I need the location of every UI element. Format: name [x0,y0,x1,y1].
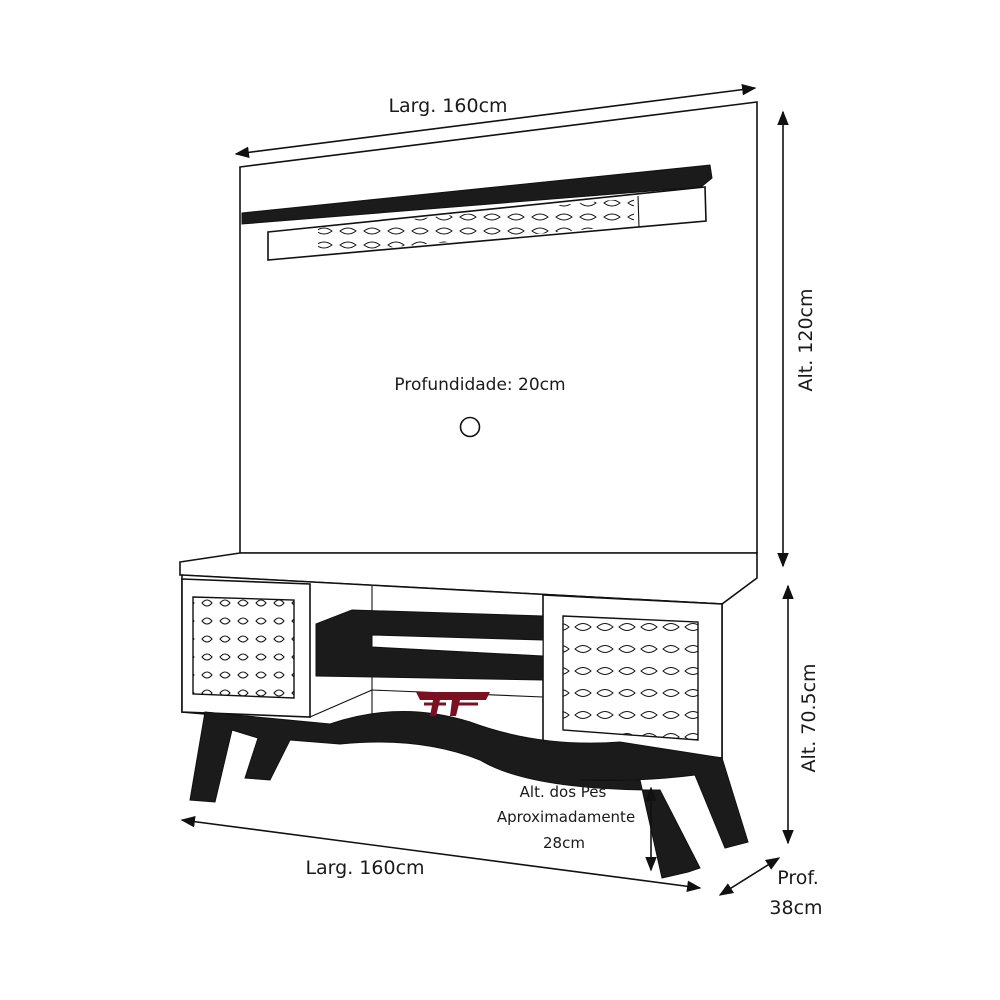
panel-height-label: Alt. 120cm [795,288,817,391]
rack-legs [189,710,749,879]
right-door-pattern [562,615,699,741]
tv-rack [179,552,758,879]
top-width-arrow [234,83,757,159]
shelf-divider [637,195,640,228]
legs-label-line3: 28cm [543,834,585,852]
shelf-pattern [318,198,634,254]
panel-depth-label: Profundidade: 20cm [394,375,565,395]
bottom-width-arrow [180,815,702,893]
dimension-lines [180,83,794,896]
rack-depth-label-line1: Prof. [777,867,819,889]
legs-label-line1: Alt. dos Pés [520,783,607,801]
rack-depth-arrow [718,857,781,896]
rack-depth-label-line2: 38cm [769,897,822,919]
panel-shelf-top [241,164,713,225]
top-width-label: Larg. 160cm [388,95,507,117]
rack-top [179,552,758,605]
tv-panel [239,101,758,554]
legs-label-line2: Aproximadamente [497,808,635,826]
rack-height-label: Alt. 70.5cm [798,663,820,772]
bottom-width-label: Larg. 160cm [305,857,424,879]
brand-logo-icon [416,692,490,716]
cable-hole-icon [459,416,481,438]
left-door-pattern [192,596,295,699]
